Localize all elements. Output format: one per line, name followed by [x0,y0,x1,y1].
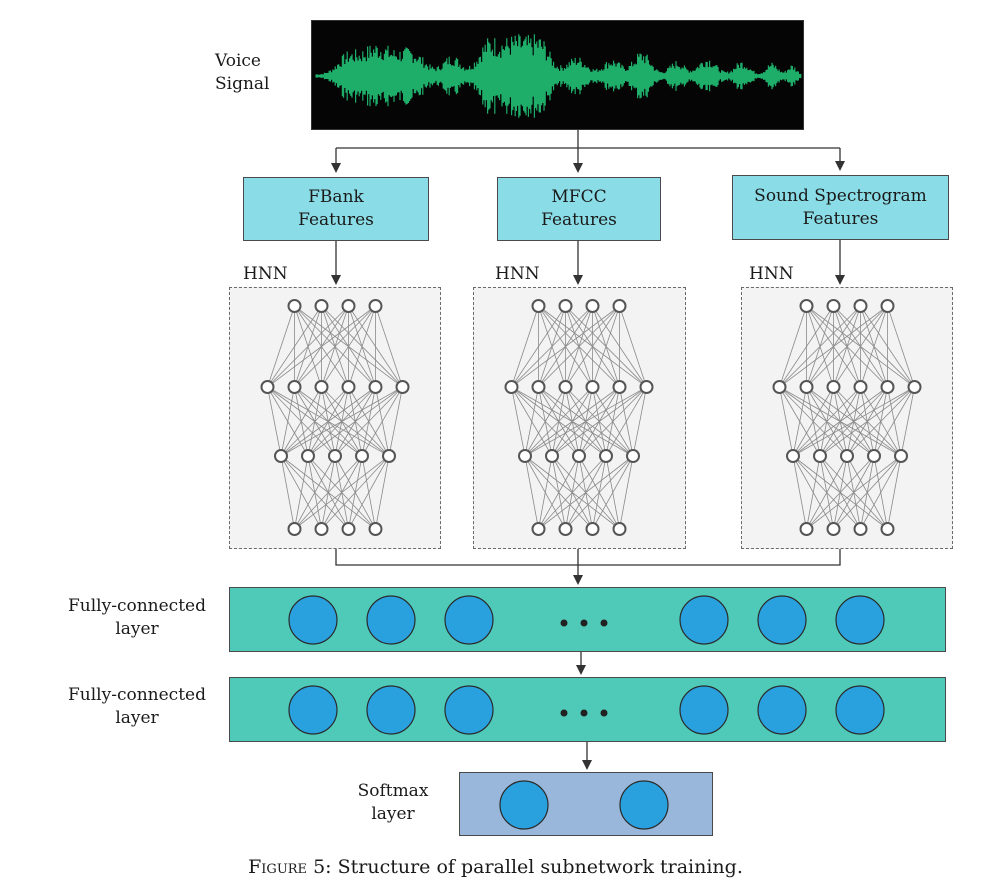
hnn-node [867,449,881,463]
ellipsis-dot [600,709,608,717]
hnn-node [826,522,841,536]
ellipsis-dot [560,709,568,717]
hnn-node [826,380,841,394]
hnn-node [626,449,640,463]
hnn-node [585,299,600,313]
hnn-node [880,522,895,536]
hnn-network-3 [772,299,922,536]
hnn-node [531,522,546,536]
ellipsis-dot [560,619,568,627]
hnn-node [504,380,519,394]
waveform-graphic [315,34,802,118]
hnn-node [799,380,814,394]
hnn-node [395,380,410,394]
hnn-node [813,449,827,463]
fc-neuron [679,685,729,735]
ellipsis-dot [580,709,588,717]
hnn-node [853,522,868,536]
hnn-node [558,380,573,394]
figure-caption: Figure 5: Structure of parallel subnetwo… [248,856,743,878]
hnn-node [355,449,369,463]
hnn-node [826,299,841,313]
hnn-node [799,522,814,536]
hnn-node [341,380,356,394]
hnn-node [799,299,814,313]
fc-neuron [288,595,338,645]
hnn-node [558,299,573,313]
merge-line-bottom [335,549,841,566]
hnn-node [853,380,868,394]
hnn-node [894,449,908,463]
hnn-label-1: HNN [243,264,288,284]
hnn-network-2 [504,299,654,536]
fc-neuron [366,685,416,735]
fc-neuron [366,595,416,645]
fc-layer-2 [229,677,946,742]
hnn-node [599,449,613,463]
hnn-node [840,449,854,463]
fc-neuron [444,685,494,735]
hnn-node [368,522,383,536]
ellipsis-dot [580,619,588,627]
hnn-node [612,522,627,536]
hnn-node [639,380,654,394]
ellipsis-dot [600,619,608,627]
hnn-node [853,299,868,313]
fc-neuron [835,685,885,735]
hnn-node [572,449,586,463]
fc-layer-1 [229,587,946,652]
hnn-node [880,299,895,313]
fc-neuron [835,595,885,645]
fc-neuron [444,595,494,645]
hnn-node [531,299,546,313]
hnn-node [585,380,600,394]
hnn-node [531,380,546,394]
hnn-node [314,522,329,536]
softmax-neuron [499,780,549,830]
fc-neuron [288,685,338,735]
hnn-node [612,299,627,313]
hnn-node [287,299,302,313]
hnn-node [287,522,302,536]
hnn-label-2: HNN [495,264,540,284]
hnn-node [772,380,787,394]
softmax-neuron [619,780,669,830]
hnn-node [786,449,800,463]
hnn-node [368,380,383,394]
hnn-node [328,449,342,463]
hnn-node [301,449,315,463]
waveform-trace [315,34,802,118]
voice-signal-label: Voice Signal [215,51,270,94]
fc-neuron [679,595,729,645]
hnn-node [314,380,329,394]
hnn-label-3: HNN [749,264,794,284]
hnn-node [382,449,396,463]
hnn-node [907,380,922,394]
hnn-node [341,522,356,536]
hnn-node [518,449,532,463]
hnn-node [314,299,329,313]
hnn-node [274,449,288,463]
hnn-node [880,380,895,394]
hnn-node [585,522,600,536]
hnn-network-1 [260,299,410,536]
hnn-node [612,380,627,394]
hnn-node [341,299,356,313]
hnn-node [545,449,559,463]
waveform-panel [311,20,804,130]
hnn-node [558,522,573,536]
hnn-node [260,380,275,394]
hnn-node [368,299,383,313]
hnn-node [287,380,302,394]
fc-neuron [757,595,807,645]
fc-neuron [757,685,807,735]
